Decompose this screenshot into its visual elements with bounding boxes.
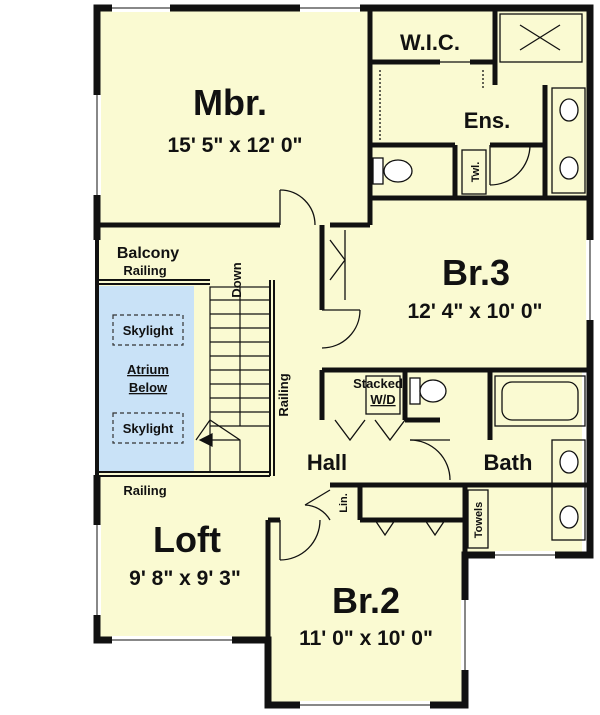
br3-name: Br.3 bbox=[442, 252, 510, 293]
shower bbox=[499, 13, 583, 63]
br2-name: Br.2 bbox=[332, 580, 400, 621]
skylight-bottom-label: Skylight bbox=[123, 421, 174, 436]
skylight-top-box bbox=[112, 314, 184, 346]
interior-walls bbox=[97, 8, 590, 640]
railing-side-label: Railing bbox=[276, 373, 291, 416]
towels-name: Towels bbox=[473, 502, 485, 538]
lin-name: Lin. bbox=[338, 493, 350, 513]
wic-name: W.I.C. bbox=[400, 30, 460, 55]
bath-vanity bbox=[551, 439, 586, 541]
ens-name: Ens. bbox=[464, 108, 510, 133]
twl-name: Twl. bbox=[470, 162, 482, 183]
skylights bbox=[112, 314, 184, 444]
railing-top-label: Railing bbox=[123, 263, 166, 278]
skylight-top-label: Skylight bbox=[123, 323, 174, 338]
mbr-dims: 15' 5" x 12' 0" bbox=[168, 134, 303, 157]
wd-label: W/D bbox=[370, 392, 395, 407]
staircase bbox=[195, 286, 271, 473]
atrium-void bbox=[97, 286, 194, 472]
loft-dims: 9' 8" x 9' 3" bbox=[129, 567, 241, 590]
balcony-name: Balcony bbox=[117, 245, 179, 262]
stacked-label: Stacked bbox=[353, 376, 403, 391]
railing-bottom-label: Railing bbox=[123, 483, 166, 498]
bathtub bbox=[494, 375, 586, 427]
atrium-label-1: Atrium bbox=[127, 362, 169, 377]
loft-name: Loft bbox=[153, 519, 221, 560]
atrium-label-2: Below bbox=[129, 380, 168, 395]
windows bbox=[93, 4, 594, 709]
br2-dims: 11' 0" x 10' 0" bbox=[299, 627, 433, 650]
labels: Mbr. 15' 5" x 12' 0" W.I.C. Ens. Twl. Br… bbox=[117, 30, 543, 650]
ens-vanity bbox=[551, 87, 586, 194]
br3-dims: 12' 4" x 10' 0" bbox=[408, 300, 543, 323]
skylight-bottom-box bbox=[112, 412, 184, 444]
hall-name: Hall bbox=[307, 450, 347, 475]
stair-down-label: Down bbox=[229, 262, 244, 297]
bath-name: Bath bbox=[484, 450, 533, 475]
mbr-name: Mbr. bbox=[193, 82, 267, 123]
fixtures bbox=[365, 13, 586, 549]
doors bbox=[279, 61, 531, 561]
